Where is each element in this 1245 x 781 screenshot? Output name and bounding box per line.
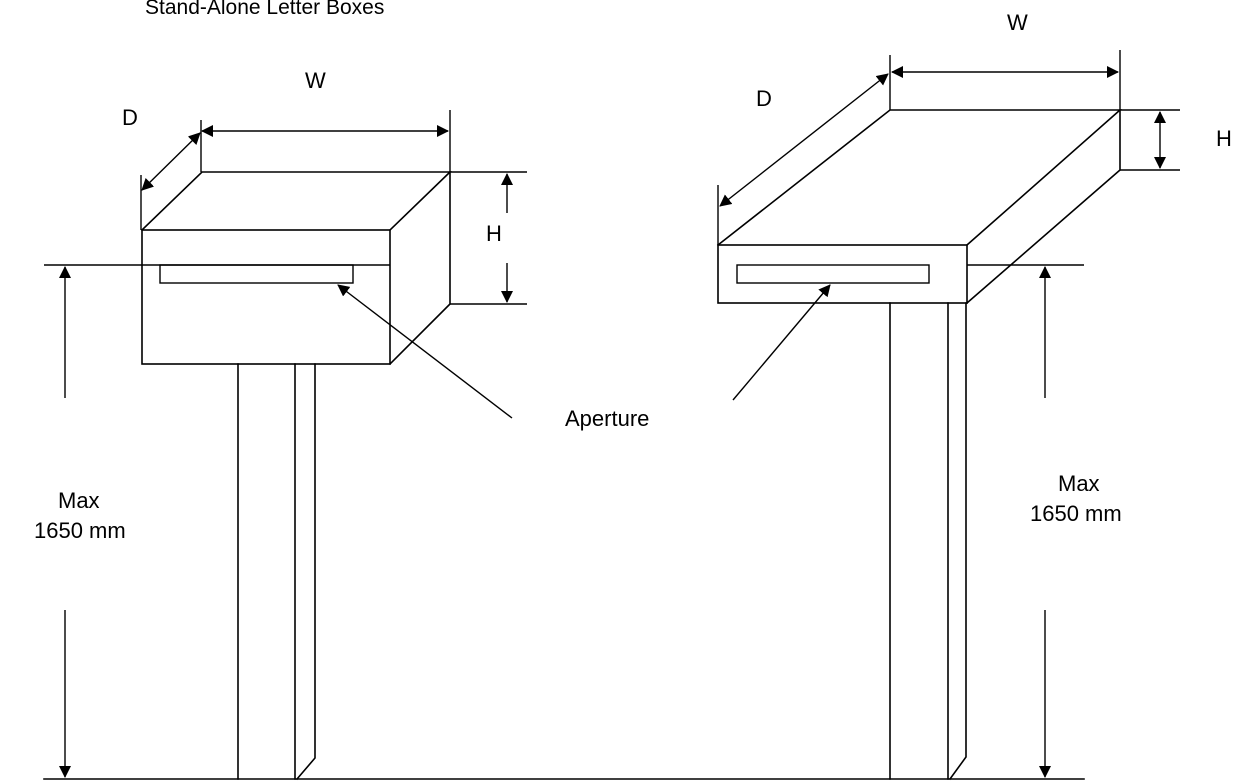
left-aperture-pointer-arrow [337, 284, 513, 419]
left-max-label-line2: 1650 mm [34, 518, 126, 543]
left-depth-dimension-arrow [141, 132, 201, 191]
left-box-top-face [140, 171, 452, 232]
right-max-label-line2: 1650 mm [1030, 501, 1122, 526]
diagram-title: Stand-Alone Letter Boxes [145, 0, 384, 19]
left-box-front-face [141, 229, 391, 365]
right-aperture-slot [736, 264, 930, 284]
right-post-side-edge [948, 302, 967, 781]
left-letter-box [140, 171, 452, 781]
left-aperture-slot [159, 264, 354, 284]
left-depth-label: D [122, 105, 138, 130]
right-height-label: H [1216, 126, 1232, 151]
left-post-side-edge [295, 363, 316, 781]
aperture-label: Aperture [565, 406, 649, 431]
left-height-label: H [486, 221, 502, 246]
right-depth-dimension-arrow [719, 73, 889, 207]
right-width-label: W [1007, 10, 1028, 35]
right-aperture-pointer-arrow [732, 284, 831, 401]
right-max-label-line1: Max [1058, 471, 1100, 496]
left-max-label-line1: Max [58, 488, 100, 513]
right-box-front-face [717, 244, 968, 304]
right-box-top-face [716, 109, 1123, 247]
right-box-side-face [965, 109, 1121, 305]
right-letter-box [716, 109, 1123, 781]
left-width-label: W [305, 68, 326, 93]
right-depth-label: D [756, 86, 772, 111]
